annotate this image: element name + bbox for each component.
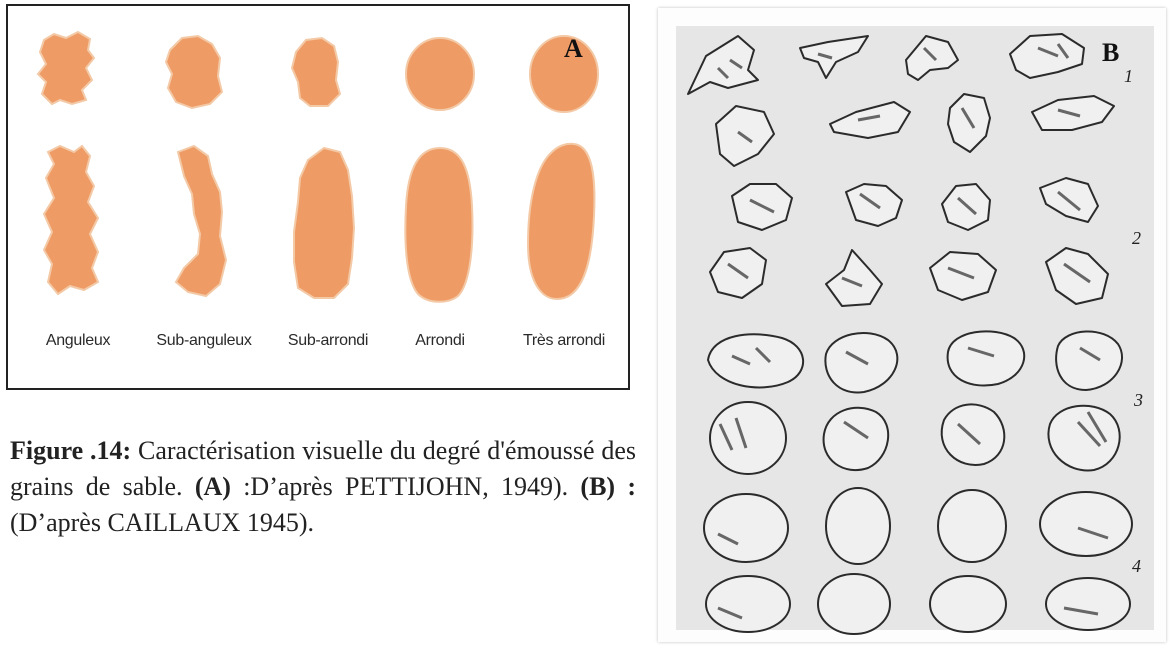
grain-rounded-long (405, 148, 472, 302)
caption-ref-a: (A) (195, 472, 231, 501)
label-tres-arrondi: Très arrondi (523, 332, 605, 350)
sketch-rounded-4 (1040, 492, 1132, 556)
sketch-rounded-1 (704, 494, 788, 562)
grain-angular-long (44, 146, 98, 294)
grain-angular-short (38, 32, 94, 104)
caption-text-3: (D’après CAILLAUX 1945). (10, 508, 314, 537)
grain-very-rounded-long (528, 144, 594, 299)
grain-rounded-short (406, 38, 474, 110)
sketch-subrounded-3 (948, 331, 1025, 385)
grain-subangular-short (166, 36, 222, 108)
caption-ref-b: (B) : (580, 472, 636, 501)
caption-text-2: :D’après PETTIJOHN, 1949). (231, 472, 580, 501)
row-number-4: 4 (1132, 556, 1141, 576)
caption-figure-label: Figure .14: (10, 436, 131, 465)
grain-subrounded-short (292, 38, 340, 106)
label-sub-anguleux: Sub-anguleux (156, 332, 251, 350)
sketch-rounded-7 (930, 576, 1006, 632)
label-sub-arrondi: Sub-arrondi (288, 332, 368, 350)
grain-subangular-long (176, 146, 226, 296)
grain-subrounded-long (294, 148, 354, 298)
figure-caption: Figure .14: Caractérisation visuelle du … (10, 433, 636, 541)
row-number-3: 3 (1133, 390, 1143, 410)
sketch-rounded-2 (826, 488, 890, 564)
panel-a-roundness-chart: A Anguleux Sub-anguleux Sub-arrondi Arro… (6, 4, 630, 390)
label-anguleux: Anguleux (46, 332, 110, 350)
panel-b-letter: B (1102, 38, 1119, 68)
sketch-subrounded-6 (824, 408, 889, 470)
row-number-2: 2 (1132, 228, 1141, 248)
sketch-subrounded-5 (710, 402, 786, 474)
sketch-rounded-5 (706, 576, 790, 632)
row-number-1: 1 (1124, 66, 1133, 86)
sketch-subrounded-7 (942, 404, 1005, 465)
panel-b-grain-drawings: 1 2 3 4 B (658, 8, 1166, 642)
sketch-rounded-6 (818, 574, 890, 634)
label-arrondi: Arrondi (415, 332, 464, 350)
sketch-rounded-3 (938, 490, 1006, 562)
panel-a-letter: A (564, 34, 583, 64)
grain-sketches: 1 2 3 4 (658, 8, 1166, 642)
sketch-rounded-8 (1046, 578, 1130, 630)
